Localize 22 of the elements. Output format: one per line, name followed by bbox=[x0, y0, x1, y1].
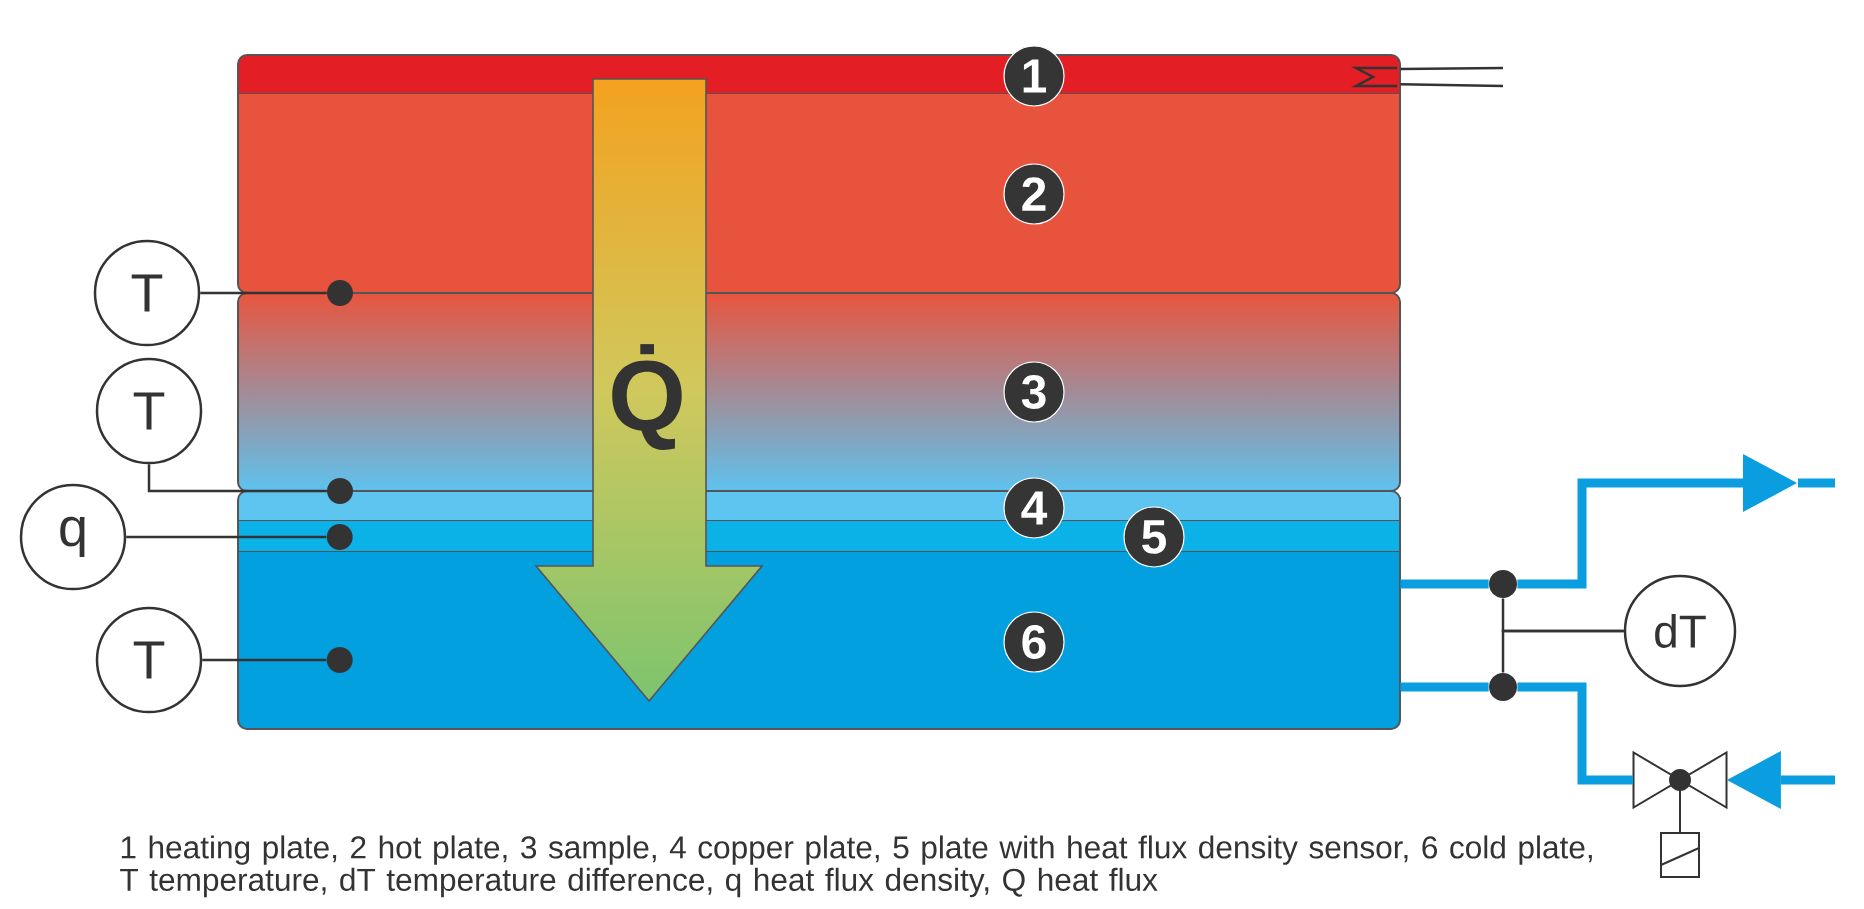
signal-line bbox=[126, 535, 327, 539]
callout-number: 6 bbox=[1003, 611, 1065, 673]
pipe bbox=[1400, 682, 1489, 692]
pipe bbox=[1726, 751, 1835, 809]
measuring-dot bbox=[327, 280, 353, 306]
signal-line bbox=[1501, 629, 1624, 673]
measuring-dot bbox=[326, 524, 353, 550]
pipe bbox=[1517, 454, 1797, 589]
measuring-dot bbox=[327, 478, 353, 504]
signal-line bbox=[200, 291, 327, 295]
wire bbox=[1400, 66, 1503, 71]
pipe bbox=[1400, 579, 1489, 589]
caption: 1 heating plate, 2 hot plate, 3 sample, 4 copper plate, 5 plate with heat flux density sensor, 6 cold plate, T temperature, dT temperature difference, q heat flux density, Q heat flux bbox=[120, 835, 1592, 898]
pipe bbox=[1517, 682, 1634, 785]
signal-line bbox=[147, 464, 327, 493]
junction-dot bbox=[1489, 673, 1517, 701]
callout-number: 2 bbox=[1003, 163, 1065, 225]
measuring-dot bbox=[326, 647, 353, 674]
junction-dot bbox=[1489, 570, 1517, 598]
callout-number: 3 bbox=[1003, 361, 1065, 423]
signal-line bbox=[202, 658, 327, 662]
wire bbox=[1400, 83, 1504, 88]
